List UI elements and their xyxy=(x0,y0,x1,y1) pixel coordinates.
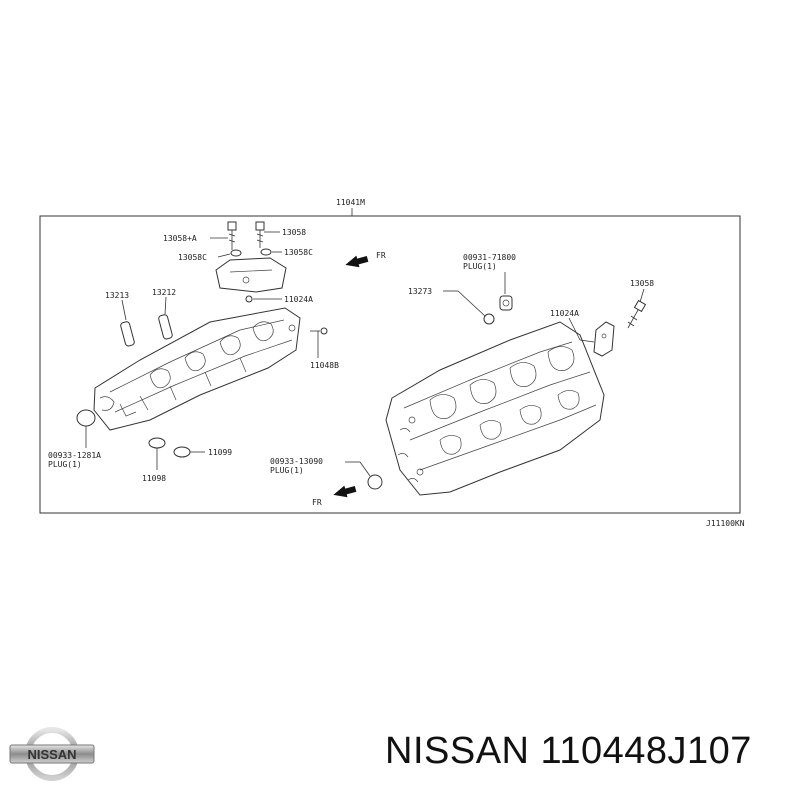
label-00931-71800: 00931-71800 xyxy=(463,253,516,262)
right-plug-00931-71800 xyxy=(499,295,513,311)
guide-13212 xyxy=(158,314,173,340)
diagram-frame xyxy=(39,215,741,514)
fr-arrow-bottom: FR xyxy=(312,485,357,507)
part-number-title: NISSAN 110448J107 xyxy=(385,730,752,772)
logo-text: NISSAN xyxy=(27,747,76,762)
label-11099: 11099 xyxy=(208,448,232,457)
label-corner-code: J11100KN xyxy=(706,519,745,528)
label-11024a-right: 11024A xyxy=(550,309,579,318)
label-00933-1281a: 00933-1281A xyxy=(48,451,101,460)
pin-11048b xyxy=(320,327,328,335)
label-13058c-left: 13058C xyxy=(178,253,207,262)
left-bolt-13058 xyxy=(255,221,265,248)
label-plug-bottom: PLUG(1) xyxy=(270,466,304,475)
label-13212: 13212 xyxy=(152,288,176,297)
seal-11098 xyxy=(148,437,166,449)
fr-arrow-top: FR xyxy=(345,251,386,268)
brand-footer: NISSAN NISSAN 110448J107 xyxy=(0,718,800,788)
left-cylinder-head xyxy=(93,307,301,431)
label-plug-left: PLUG(1) xyxy=(48,460,82,469)
right-bolt-13058 xyxy=(627,299,647,329)
washer-13058c-left xyxy=(230,249,242,257)
label-11098: 11098 xyxy=(142,474,166,483)
label-11041m: 11041M xyxy=(336,198,365,207)
plug-00933-13090 xyxy=(367,474,383,490)
washer-13058c-right xyxy=(260,248,272,256)
part-13273 xyxy=(483,313,495,325)
label-13058c-right: 13058C xyxy=(284,248,313,257)
guide-13213 xyxy=(120,321,135,347)
label-13213: 13213 xyxy=(105,291,129,300)
label-11024a-left: 11024A xyxy=(284,295,313,304)
pin-11024a-left xyxy=(245,295,253,303)
plug-00933-1281a xyxy=(76,409,96,427)
label-13058a: 13058+A xyxy=(163,234,197,243)
label-fr-bottom: FR xyxy=(312,498,322,507)
right-cylinder-head xyxy=(385,321,605,496)
label-11048b: 11048B xyxy=(310,361,339,370)
seal-11099 xyxy=(173,446,191,458)
left-bracket-cover xyxy=(215,257,287,293)
nissan-logo: NISSAN xyxy=(9,727,95,781)
label-00933-13090: 00933-13090 xyxy=(270,457,323,466)
left-bolt-13058a xyxy=(227,221,237,250)
label-plug-top-right: PLUG(1) xyxy=(463,262,497,271)
label-13273: 13273 xyxy=(408,287,432,296)
label-13058-right: 13058 xyxy=(630,279,654,288)
right-bracket-11024a xyxy=(593,321,615,357)
label-13058: 13058 xyxy=(282,228,306,237)
label-fr-top: FR xyxy=(376,251,386,260)
